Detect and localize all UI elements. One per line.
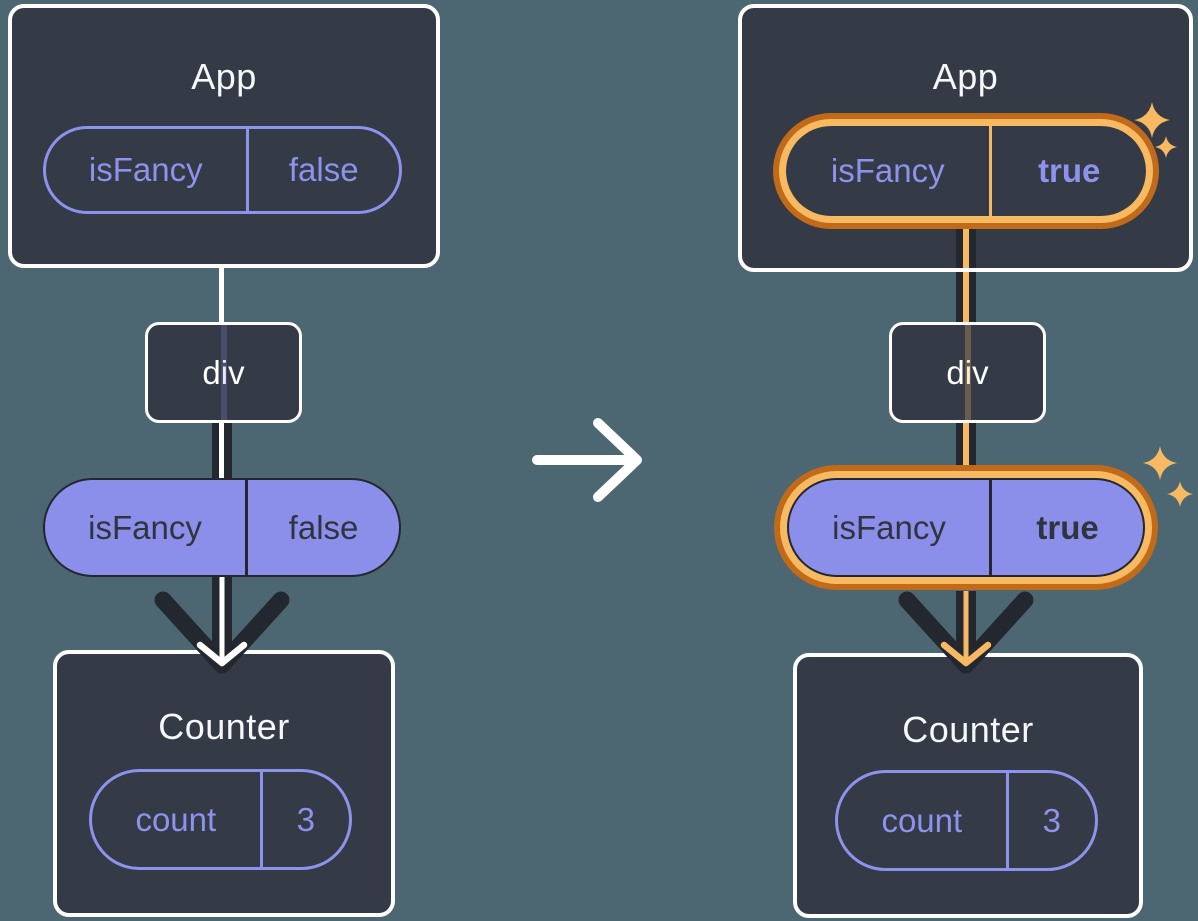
component-title: App [932,56,999,97]
prop-value-cell: false [248,480,399,575]
component-title: Counter [158,706,290,747]
component-title: App [191,56,257,97]
pill-divider [259,772,263,867]
prop-line-app-to-div-before [219,266,224,324]
app-card-before: App isFancy false [8,4,440,268]
app-card-after: App isFancy true [738,4,1193,272]
prop-name-label: isFancy [830,152,945,189]
counter-card-after: Counter count 3 [793,653,1143,918]
pill-divider [989,126,993,216]
prop-value-cell: true [992,126,1146,216]
prop-value-label: false [288,151,359,188]
pill-divider [245,129,249,211]
pill-divider [989,480,993,575]
div-node-label: div [946,353,989,391]
arrow-right-icon [532,418,642,502]
state-pill-before: count 3 [89,769,352,870]
prop-line-div-to-pill-after-core [963,420,969,478]
prop-name-cell: isFancy [786,126,989,216]
state-value-cell: 3 [263,772,349,867]
state-pill-after: count 3 [835,770,1098,871]
sparkles-icon [1143,446,1193,507]
state-name-label: count [135,800,217,838]
state-name-cell: count [92,772,260,867]
prop-name-cell: isFancy [45,480,245,575]
prop-line-app-to-div-after-core [963,264,969,324]
pill-divider [1005,773,1009,868]
down-arrow-icon [898,591,1034,674]
prop-pill-app-before: isFancy false [43,126,402,214]
prop-name-cell: isFancy [789,480,989,575]
state-value-label: 3 [296,800,315,838]
pill-divider [245,480,249,575]
prop-line-through-div [964,325,971,420]
prop-line-div-to-pill-before-core [219,420,224,480]
prop-name-label: isFancy [88,508,202,546]
prop-line-through-div [220,325,227,420]
div-node-before: div [145,322,302,423]
prop-value-label: false [288,508,359,546]
down-arrow-icon [154,577,290,674]
counter-card-before: Counter count 3 [53,650,395,917]
state-name-cell: count [838,773,1006,868]
sparkles-icon [1134,102,1177,158]
prop-name-label: isFancy [832,508,946,546]
prop-name-cell: isFancy [46,129,246,211]
prop-value-cell: false [249,129,400,211]
prop-name-label: isFancy [88,151,203,188]
passed-prop-pill-before: isFancy false [43,478,401,577]
component-title: Counter [902,709,1034,750]
prop-value-cell: true [992,480,1143,575]
state-value-label: 3 [1042,801,1061,839]
state-name-label: count [881,801,963,839]
div-node-after: div [889,322,1046,423]
prop-line-in-app-core [963,227,969,268]
state-value-cell: 3 [1009,773,1095,868]
prop-pill-app-after: isFancy true [786,126,1146,216]
div-node-label: div [202,353,245,391]
prop-value-label: true [1036,508,1099,546]
prop-value-label: true [1038,152,1101,189]
passed-prop-pill-after: isFancy true [787,478,1145,577]
